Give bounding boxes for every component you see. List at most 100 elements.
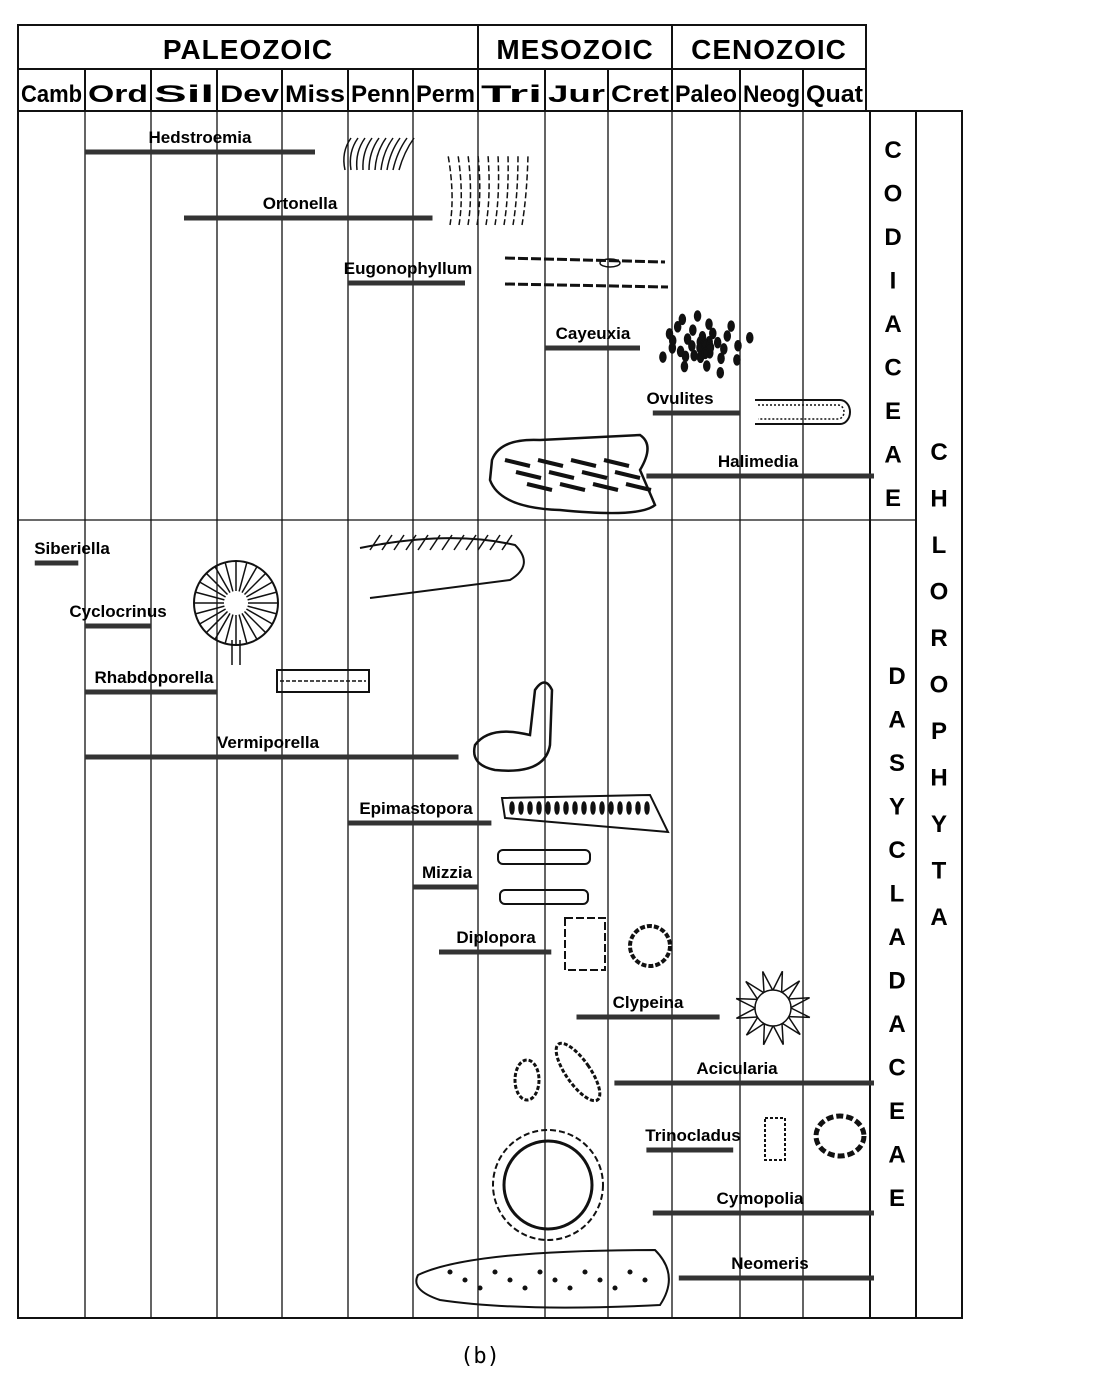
canal [603, 458, 630, 468]
filament [705, 318, 713, 330]
segment [764, 1117, 786, 1161]
hair [441, 534, 453, 551]
family-label-dasycladaceae-letter: A [888, 924, 905, 951]
family-label-codiaceae-letter: O [884, 181, 903, 208]
spine [772, 970, 784, 993]
taxon-label-trinocladus: Trinocladus [645, 1126, 740, 1145]
outer-ring [492, 1129, 604, 1241]
family-label-dasycladaceae-letter: C [888, 1055, 905, 1082]
hair [465, 534, 477, 551]
pore [536, 801, 542, 815]
pore [582, 1269, 588, 1275]
pore [635, 801, 641, 815]
family-label-dasycladaceae-letter: E [889, 1098, 905, 1125]
spine [761, 971, 774, 993]
family-label-dasycladaceae-letter: D [888, 968, 905, 995]
pore [590, 801, 596, 815]
taxon-label-eugonophyllum: Eugonophyllum [344, 259, 472, 278]
segment [564, 917, 606, 971]
hair [489, 534, 501, 551]
ray [214, 613, 231, 640]
segment [488, 433, 657, 515]
taxon-label-halimedia: Halimedia [718, 452, 799, 471]
ray [195, 591, 225, 601]
pore [509, 801, 515, 815]
filament [688, 340, 696, 352]
family-label-dasycladaceae-letter: E [889, 1185, 905, 1212]
taxon-label-ortonella: Ortonella [263, 194, 338, 213]
hedstroemia-illustration [343, 137, 415, 171]
taxon-label-rhabdoporella: Rhabdoporella [94, 668, 214, 687]
clypeina-illustration [735, 970, 811, 1046]
filament [709, 327, 717, 340]
pore [477, 1285, 483, 1291]
pore [563, 801, 569, 815]
pore [644, 801, 650, 815]
branch [349, 137, 359, 171]
filament [683, 333, 692, 345]
period-label-paleo: Paleo [675, 81, 737, 108]
ray [199, 581, 226, 598]
family-label-codiaceae-letter: E [885, 485, 901, 512]
division-label-chlorophyta-letter: A [930, 904, 947, 931]
filament [693, 310, 702, 322]
taxon-label-ovulites: Ovulites [646, 389, 713, 408]
branch [368, 137, 380, 171]
canal [548, 470, 575, 480]
period-label-perm: Perm [416, 81, 475, 108]
taxon-label-acicularia: Acicularia [696, 1059, 778, 1078]
ray [243, 610, 267, 634]
halimeda-illustration [488, 433, 657, 515]
diplopora-illustration [564, 917, 672, 971]
ray [247, 605, 277, 615]
filament [733, 354, 741, 366]
branch [512, 154, 519, 226]
acicularia-illustration [513, 1041, 602, 1103]
division-label-chlorophyta-letter: P [931, 718, 947, 745]
pore [537, 1269, 543, 1275]
branch [494, 154, 500, 226]
pore [617, 801, 623, 815]
pore [567, 1285, 573, 1291]
tube [359, 537, 525, 599]
pore [507, 1277, 513, 1283]
canal [526, 482, 553, 492]
pore [462, 1277, 468, 1283]
family-label-dasycladaceae-letter: Y [889, 794, 905, 821]
canal [581, 470, 608, 480]
filament [678, 313, 687, 326]
tube-pores [758, 404, 845, 420]
spine [772, 1023, 785, 1045]
filament [716, 366, 725, 379]
vermiporella-illustration [472, 681, 554, 772]
ray [247, 591, 277, 601]
branch [485, 154, 490, 226]
branch [521, 154, 529, 226]
branch [374, 137, 387, 171]
division-label-chlorophyta-letter: O [930, 579, 949, 606]
epimastopora-illustration [500, 793, 670, 834]
family-label-dasycladaceae-letter: D [888, 663, 905, 690]
taxon-label-mizzia: Mizzia [422, 863, 473, 882]
spine [781, 980, 801, 1000]
pore [627, 1269, 633, 1275]
ray [205, 610, 229, 634]
division-label-chlorophyta-letter: H [930, 765, 947, 792]
branch [343, 137, 352, 171]
filament [713, 336, 722, 349]
taxon-label-neomeris: Neomeris [731, 1254, 808, 1273]
spine [788, 1007, 811, 1019]
branch [447, 154, 453, 226]
period-label-penn: Penn [351, 81, 410, 108]
branch [398, 137, 415, 171]
ortonella-illustration [447, 154, 529, 226]
ray [238, 562, 248, 592]
era-label-paleozoic: PALEOZOIC [163, 34, 333, 65]
ray [224, 614, 234, 644]
segment-bottom [499, 889, 589, 905]
filament [701, 347, 710, 360]
hair [369, 534, 381, 551]
period-label-jur: Jur [548, 81, 605, 108]
ray [246, 608, 273, 625]
pore [518, 801, 524, 815]
